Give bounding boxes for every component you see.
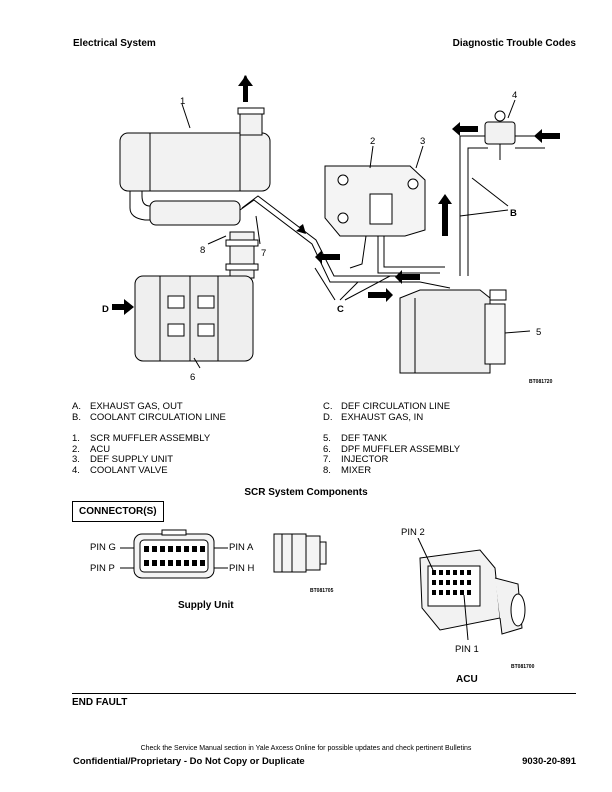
acu-pin-2-label: PIN 2: [401, 527, 425, 538]
legend-item: 5.DEF TANK: [323, 433, 388, 444]
legend-item: 3.DEF SUPPLY UNIT: [72, 454, 174, 465]
legend-item: 6.DPF MUFFLER ASSEMBLY: [323, 443, 461, 455]
callout-c: C: [337, 304, 344, 315]
dpf-muffler-assembly: [134, 275, 254, 362]
footer-page-number: 9030-20-891: [522, 756, 576, 767]
legend-item: 7.INJECTOR: [323, 454, 389, 465]
footer-confidential: Confidential/Proprietary - Do Not Copy o…: [73, 756, 305, 767]
callout-a: A: [242, 74, 249, 85]
callout-4: 4: [512, 90, 517, 101]
callout-6: 6: [190, 372, 195, 383]
legend-item: D.EXHAUST GAS, IN: [323, 411, 424, 423]
supply-unit-connector-side: [273, 533, 327, 573]
pin-g-label: PIN G: [90, 542, 116, 553]
pin-p-label: PIN P: [90, 563, 115, 574]
header-chapter-title: Diagnostic Trouble Codes: [452, 38, 576, 49]
scr-muffler-assembly: [119, 107, 271, 226]
legend-letters-left: A.EXHAUST GAS, OUT B.COOLANT CIRCULATION…: [72, 401, 226, 423]
acu-connector-illustration: [417, 538, 526, 641]
scr-system-diagram: A 1 2 3 4 B 5 6 7 8 C D: [102, 74, 560, 383]
legend-item: 4.COOLANT VALVE: [72, 464, 168, 476]
legend-item: C.DEF CIRCULATION LINE: [323, 401, 451, 412]
callout-3: 3: [420, 136, 425, 147]
callout-8: 8: [200, 245, 205, 256]
callout-1: 1: [180, 96, 185, 107]
callout-b: B: [510, 208, 517, 219]
callout-2: 2: [370, 136, 375, 147]
acu-caption: ACU: [456, 674, 478, 685]
supply-unit-caption: Supply Unit: [178, 600, 234, 611]
pin-h-label: PIN H: [229, 563, 255, 574]
legend-numbers-right: 5.DEF TANK 6.DPF MUFFLER ASSEMBLY 7.INJE…: [323, 433, 461, 476]
acu-code: BT081700: [511, 664, 535, 670]
supply-unit-code: BT081705: [310, 588, 334, 594]
callout-7: 7: [261, 248, 266, 259]
pin-a-label: PIN A: [229, 542, 254, 553]
callout-d: D: [102, 304, 109, 315]
coolant-valve: [459, 110, 545, 276]
end-fault-label: END FAULT: [72, 697, 128, 708]
supply-unit-connector-face: [120, 529, 228, 579]
legend-item: 2.ACU: [72, 443, 111, 455]
legend-letters-right: C.DEF CIRCULATION LINE D.EXHAUST GAS, IN: [323, 401, 451, 423]
connectors-box-label: CONNECTOR(S): [72, 501, 164, 522]
acu-pin-1-label: PIN 1: [455, 644, 479, 655]
footer-note: Check the Service Manual section in Yale…: [140, 745, 472, 752]
callout-5: 5: [536, 327, 541, 338]
acu-and-supply-unit: [324, 165, 445, 274]
figure-title: SCR System Components: [244, 487, 368, 498]
legend-item: A.EXHAUST GAS, OUT: [72, 401, 183, 412]
diagram-code: BT081720: [529, 379, 553, 385]
def-tank: [399, 289, 507, 374]
end-fault-divider: [72, 693, 576, 694]
legend-item: 1.SCR MUFFLER ASSEMBLY: [72, 433, 211, 444]
legend-numbers-left: 1.SCR MUFFLER ASSEMBLY 2.ACU 3.DEF SUPPL…: [72, 433, 211, 476]
mixer: [225, 231, 259, 279]
legend-item: B.COOLANT CIRCULATION LINE: [72, 411, 226, 423]
legend-item: 8.MIXER: [323, 464, 372, 476]
header-section-title: Electrical System: [73, 38, 156, 49]
